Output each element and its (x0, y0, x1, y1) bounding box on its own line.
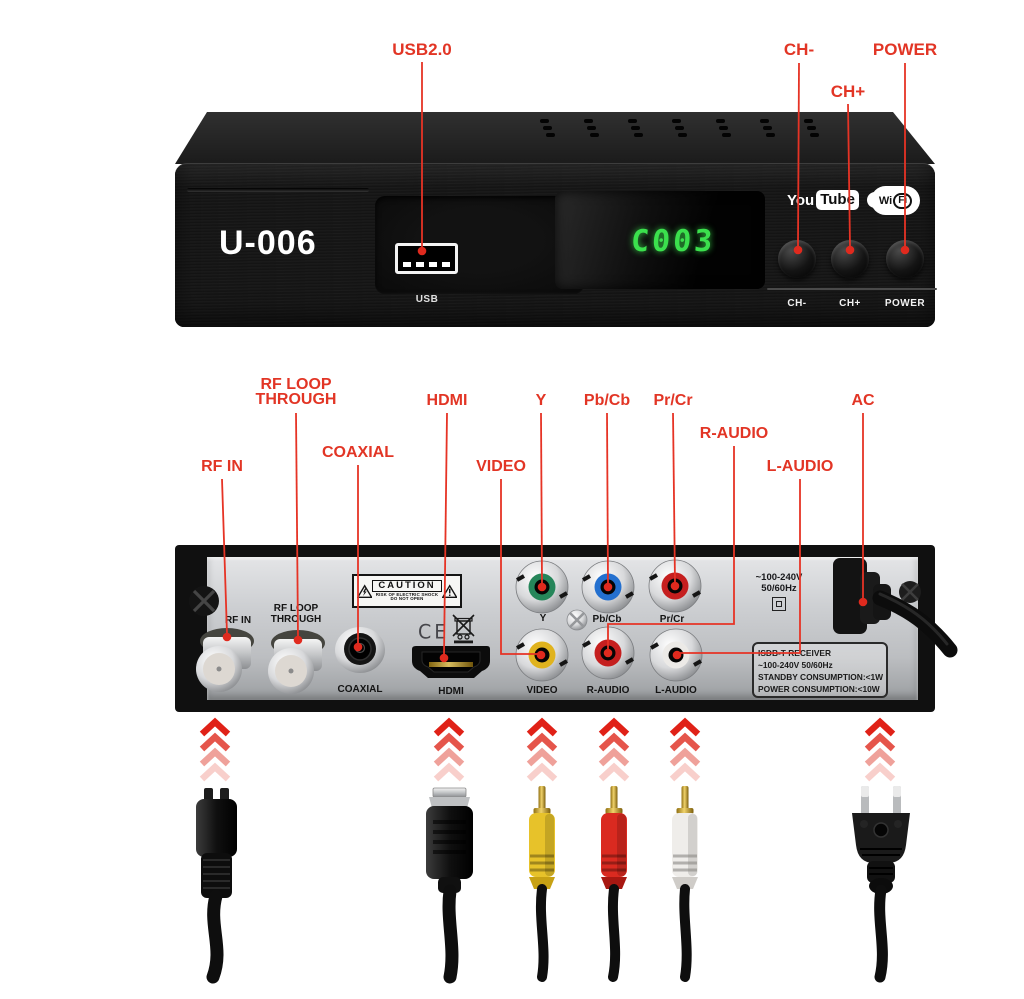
button-separator-line (767, 288, 937, 290)
callout-label-coaxial: COAXIAL (322, 444, 394, 461)
vent-group (584, 119, 599, 140)
callout-label-usb2: USB2.0 (392, 40, 452, 59)
rca-cable-red (601, 786, 627, 982)
model-name: U-006 (219, 224, 317, 262)
weee-bin-icon (452, 614, 475, 644)
rca-cable-white (672, 786, 698, 982)
alert-triangle-icon (441, 583, 457, 598)
usb-port-contacts (403, 262, 450, 267)
vent-group (716, 119, 731, 140)
caution-text: CAUTION RISK OF ELECTRIC SHOCK DO NOT OP… (372, 580, 442, 601)
rf-loop-printed-label: RF LOOP THROUGH (270, 603, 322, 625)
pb-cb-printed-label: Pb/Cb (592, 614, 622, 625)
callout-label-l-audio: L-AUDIO (766, 458, 834, 475)
device-top-face (175, 112, 935, 164)
channel-up-button[interactable] (831, 240, 869, 278)
rf-cable (196, 788, 237, 984)
vent-group (540, 119, 555, 140)
rf-in-printed-label: RF IN (224, 615, 252, 626)
hdmi-printed-label: HDMI (438, 686, 464, 697)
r-audio-printed-label: R-AUDIO (586, 685, 630, 696)
vent-group (804, 119, 819, 140)
coaxial-printed-label: COAXIAL (337, 684, 383, 695)
hdmi-cable (426, 787, 473, 984)
rear-panel-view: RF IN RF LOOP THROUGH CAUTION RISK OF EL… (175, 545, 935, 712)
channel-down-button[interactable] (778, 240, 816, 278)
power-printed-label: POWER (884, 298, 926, 309)
caution-label: CAUTION RISK OF ELECTRIC SHOCK DO NOT OP… (352, 574, 462, 608)
video-printed-label: VIDEO (526, 685, 558, 696)
callout-label-rf-loop: RF LOOP THROUGH (255, 376, 337, 408)
callout-label-y: Y (535, 392, 547, 409)
callout-label-rf-in: RF IN (201, 458, 243, 475)
ch-minus-printed-label: CH- (787, 298, 807, 309)
callout-label-ch-plus: CH+ (830, 82, 866, 101)
ch-plus-printed-label: CH+ (839, 298, 861, 309)
callout-label-pb-cb: Pb/Cb (583, 392, 631, 409)
usb-port (395, 243, 458, 274)
callout-label-ac: AC (851, 392, 875, 409)
up-arrows (202, 722, 893, 779)
vent-group (628, 119, 643, 140)
y-printed-label: Y (539, 613, 547, 624)
power-rating-text: ~100-240V 50/60Hz (755, 572, 803, 594)
pr-cr-printed-label: Pr/Cr (659, 614, 685, 625)
spec-label: ISDB-T RECEIVER ~100-240V 50/60Hz STANDB… (752, 642, 888, 698)
rca-cable-yellow (529, 786, 555, 982)
led-display: C003 (555, 191, 765, 289)
power-plug (852, 786, 910, 983)
vent-group (672, 119, 687, 140)
l-audio-printed-label: L-AUDIO (655, 685, 697, 696)
lightning-triangle-icon (357, 583, 373, 598)
usb-printed-label: USB (415, 294, 439, 305)
channel-display-value: C003 (629, 224, 717, 259)
callout-label-r-audio: R-AUDIO (699, 425, 769, 442)
callout-label-pr-cr: Pr/Cr (653, 392, 693, 409)
power-button[interactable] (886, 240, 924, 278)
vent-grille (540, 119, 819, 140)
ce-mark: CE (418, 620, 450, 644)
disc-slot (187, 188, 369, 192)
vent-group (760, 119, 775, 140)
callout-label-video: VIDEO (476, 458, 526, 475)
callout-label-hdmi: HDMI (426, 392, 468, 409)
double-insulation-icon (772, 597, 786, 611)
callout-label-ch-minus: CH- (783, 40, 815, 59)
callout-label-power: POWER (872, 40, 938, 59)
